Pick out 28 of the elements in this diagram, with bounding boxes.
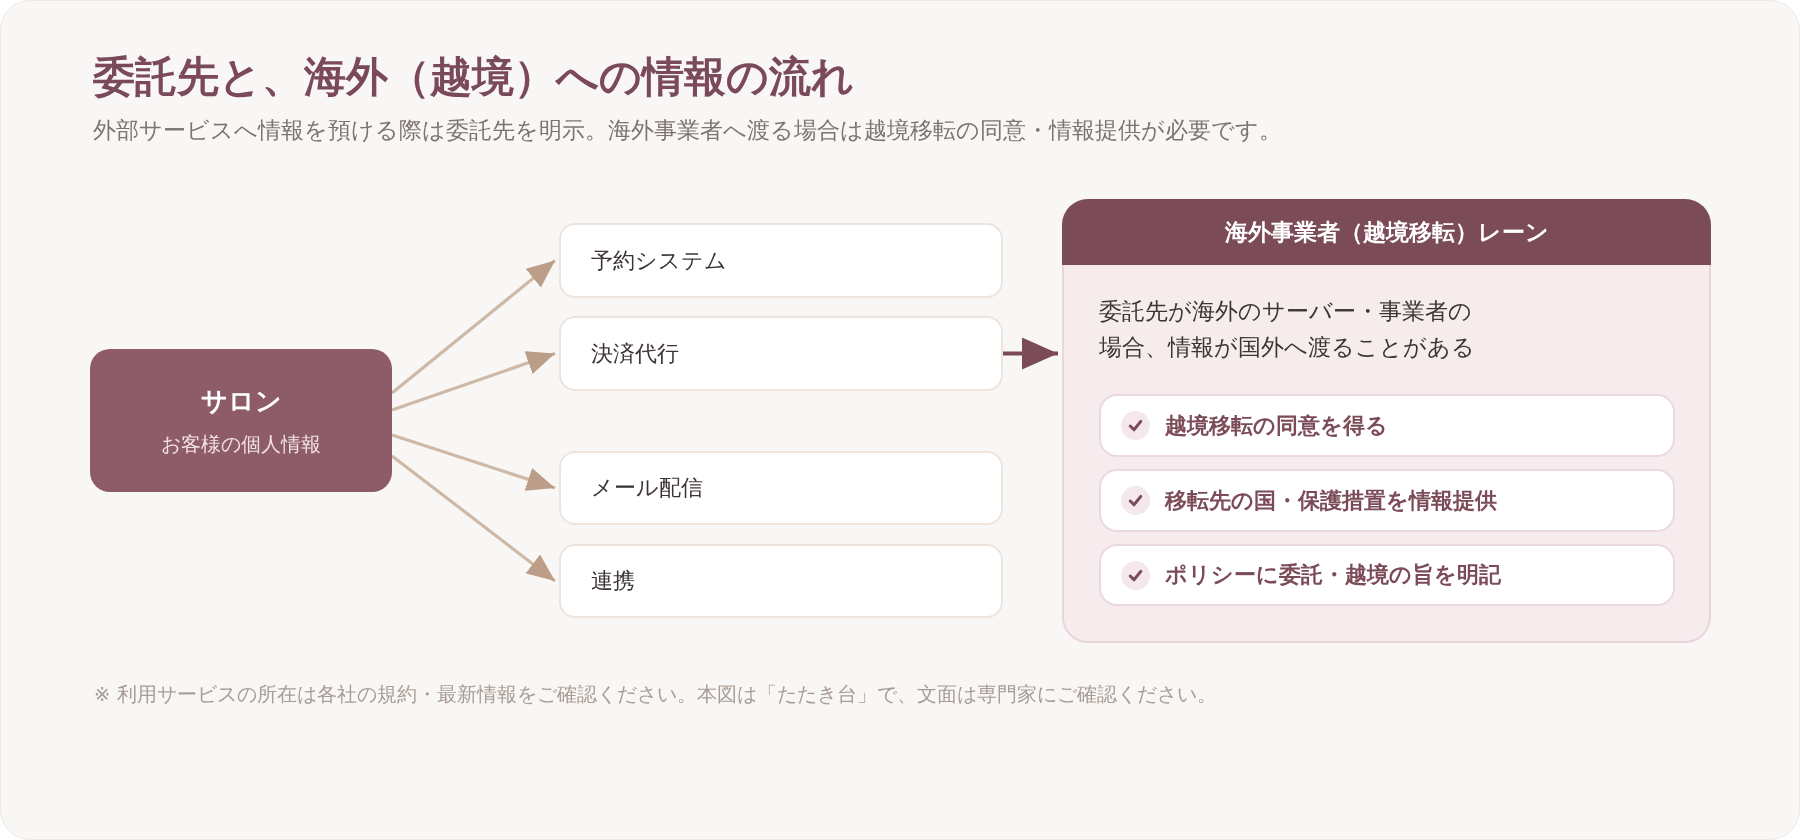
service-label: 決済代行 [591, 339, 679, 368]
checklist-item [1099, 394, 1675, 457]
arrow [1003, 337, 1058, 370]
checklist-text: ポリシーに委託・越境の旨を明記 [1165, 561, 1501, 589]
node-subtitle: お客様の個人情報 [161, 430, 321, 457]
title: 委託先と、海外（越境）への情報の流れ [93, 52, 854, 102]
node-title: サロン [200, 384, 282, 417]
service-label: 連携 [591, 567, 635, 595]
service-card [559, 451, 1003, 525]
lane-header: 海外事業者（越境移転）レーン [1062, 199, 1711, 265]
service-label: メール配信 [591, 474, 703, 502]
footnote: ※ 利用サービスの所在は各社の規約・最新情報をご確認ください。本図は「たたき台」で、文面は専門家にご確認ください。 [94, 682, 1217, 708]
service-card [559, 544, 1003, 618]
arrow [391, 351, 556, 412]
arrow [391, 259, 556, 395]
lane-description: 委託先が海外のサーバー・事業者の場合、情報が国外へ渡ることがある [1099, 297, 1476, 362]
subtitle: 外部サービスへ情報を預ける際は委託先を明示。海外事業者へ渡る場合は越境移転の同意・情報提供が必要です。 [93, 116, 1282, 145]
service-card [559, 316, 1003, 391]
source-box [90, 349, 392, 492]
arrow [391, 454, 556, 583]
service-label: 予約システム [591, 246, 727, 275]
checklist-text: 越境移転の同意を得る [1165, 411, 1388, 440]
service-card [559, 223, 1003, 298]
checklist-text: 移転先の国・保護措置を情報提供 [1165, 486, 1497, 515]
checklist-item [1099, 469, 1675, 532]
arrow [391, 433, 556, 491]
checklist-item [1099, 544, 1675, 606]
lane-panel [1062, 199, 1711, 643]
